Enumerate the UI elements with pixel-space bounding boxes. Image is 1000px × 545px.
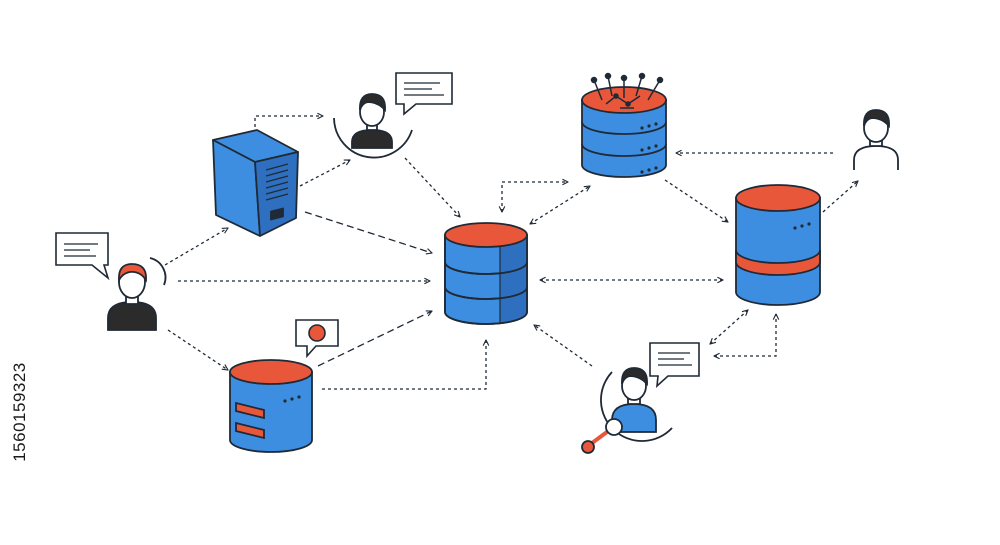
database-network: [581, 72, 667, 178]
edge-user-left-to-server: [164, 228, 228, 266]
database-central: [444, 222, 528, 325]
user-right: [853, 109, 899, 170]
network-nodes-icon: [590, 72, 664, 109]
user-top: [333, 93, 413, 159]
edge-central-db-to-record-db: [320, 340, 486, 390]
chat-bubble-icon: [649, 342, 700, 388]
pin-marker-icon: [581, 418, 623, 454]
edge-central-db-network-db-diag: [530, 186, 590, 224]
stock-id-watermark: 1560159323: [10, 362, 29, 462]
server-slot-icon: [270, 207, 284, 221]
server-led-icons: [283, 395, 301, 403]
edge-user-top-to-central-db: [404, 157, 460, 217]
server-tower: [212, 129, 299, 237]
database-record: [229, 359, 313, 453]
edge-user-bottom-large-db-diag: [710, 310, 748, 344]
edge-user-bottom-to-central-db: [534, 325, 593, 367]
edge-server-to-central-db: [304, 211, 432, 253]
server-led-icons: [640, 122, 658, 174]
edge-central-db-network-db-elbow: [502, 182, 568, 212]
record-bubble-icon: [295, 319, 339, 359]
server-vent-icon: [265, 163, 289, 201]
edge-record-db-to-central-db: [317, 311, 432, 367]
database-large: [735, 184, 821, 306]
user-bottom: [600, 367, 673, 442]
edge-server-to-user-top-diag: [299, 160, 350, 187]
server-led-icons: [793, 222, 811, 230]
chat-bubble-icon: [55, 232, 110, 281]
edge-user-left-to-record-db: [167, 329, 228, 370]
edge-large-db-to-user-right: [822, 181, 858, 213]
edge-user-bottom-large-db-elbow: [714, 314, 776, 356]
user-left: [107, 257, 167, 331]
chat-bubble-icon: [395, 72, 453, 116]
connectors: [164, 116, 858, 390]
edge-network-db-to-large-db: [664, 179, 728, 222]
edge-server-to-user-top: [254, 116, 323, 133]
